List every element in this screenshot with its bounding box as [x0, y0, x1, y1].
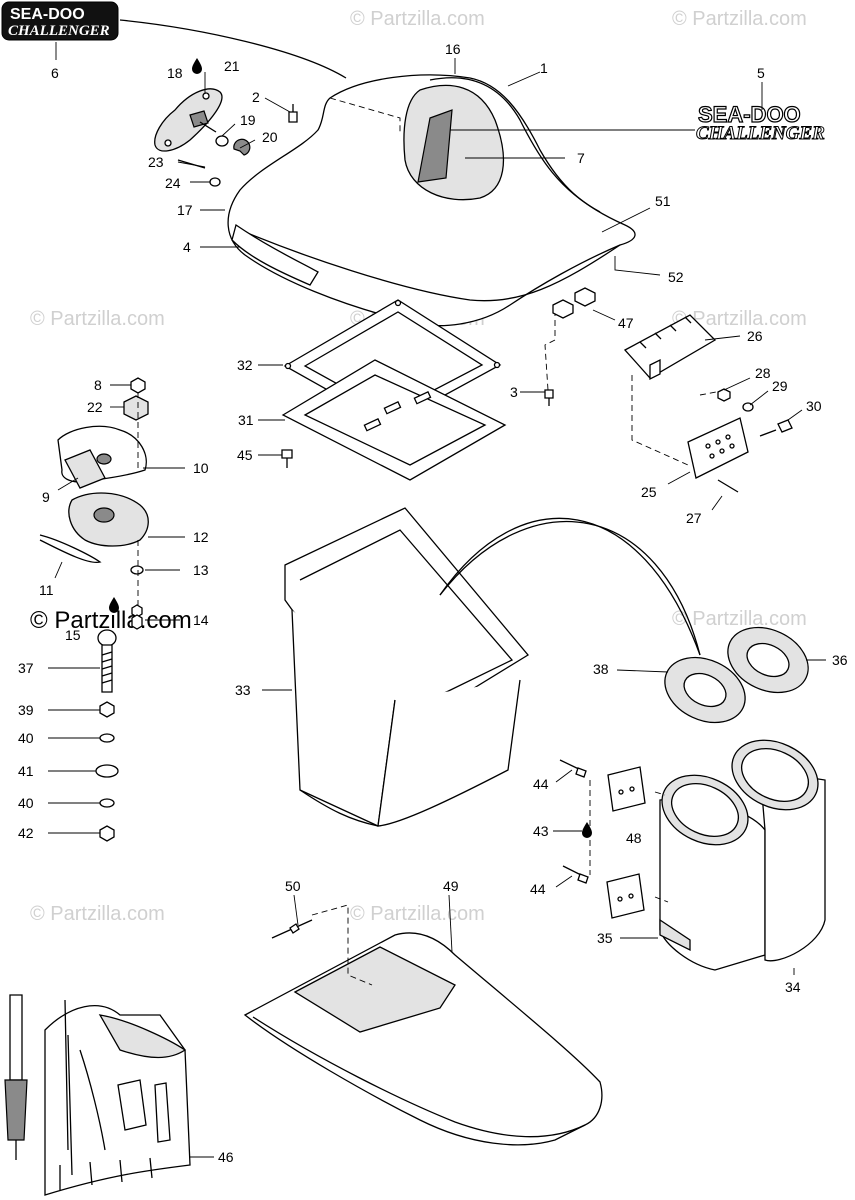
- watermark-text: © Partzilla.com: [672, 8, 807, 30]
- rivet-lower: [562, 865, 589, 884]
- callout-26: 26: [747, 328, 763, 344]
- latch-assembly: [39, 377, 149, 630]
- lubricant-drop-icon: [192, 58, 202, 74]
- gasket-inner: [281, 359, 507, 481]
- callout-50: 50: [285, 878, 301, 894]
- stud-assembly: [95, 629, 119, 842]
- watermark-text: © Partzilla.com: [672, 608, 807, 630]
- rivet-50: [271, 919, 313, 939]
- plate-48-upper: [607, 766, 646, 812]
- callout-6: 6: [51, 65, 59, 81]
- callout-4: 4: [183, 239, 191, 255]
- callout-23: 23: [148, 154, 164, 170]
- callout-46: 46: [218, 1149, 234, 1165]
- callout-1: 1: [540, 60, 548, 76]
- plate-48-lower: [606, 873, 645, 919]
- logo-model-text: CHALLENGER: [8, 23, 110, 39]
- callout-10: 10: [193, 460, 209, 476]
- callout-41: 41: [18, 763, 34, 779]
- callout-32: 32: [237, 357, 253, 373]
- callout-43: 43: [533, 823, 549, 839]
- callout-37: 37: [18, 660, 34, 676]
- leader-lines: [48, 42, 826, 1158]
- watermark-text: © Partzilla.com: [30, 903, 165, 925]
- callout-24: 24: [165, 175, 181, 191]
- callout-31: 31: [238, 412, 254, 428]
- callout-47: 47: [618, 315, 634, 331]
- screw-3: [544, 389, 554, 406]
- callout-15: 15: [65, 627, 81, 643]
- bracket-26: [623, 314, 717, 381]
- callout-20: 20: [262, 129, 278, 145]
- tool-kit: [4, 994, 191, 1196]
- callout-labels: 1 2 3 4 5 6 7 8 9 10 11 12 13 14 15 16 1…: [18, 41, 848, 1165]
- callout-19: 19: [240, 112, 256, 128]
- callout-39: 39: [18, 702, 34, 718]
- callout-36: 36: [832, 652, 848, 668]
- seat: [227, 74, 636, 327]
- callout-40: 40: [18, 730, 34, 746]
- callout-34: 34: [785, 979, 801, 995]
- callout-5: 5: [757, 65, 765, 81]
- callout-51: 51: [655, 193, 671, 209]
- callout-14: 14: [193, 612, 209, 628]
- lubricant-drop-icon: [109, 597, 119, 613]
- callout-49: 49: [443, 878, 459, 894]
- latch-plate: [154, 88, 223, 152]
- nuts-47: [552, 287, 596, 319]
- logo-brand-text: SEA-DOO: [698, 102, 801, 127]
- callout-42: 42: [18, 825, 34, 841]
- callout-44: 44: [533, 776, 549, 792]
- decal-logo-large: SEA-DOO CHALLENGER: [696, 101, 826, 144]
- callout-48: 48: [626, 830, 642, 846]
- callout-33: 33: [235, 682, 251, 698]
- callout-18: 18: [167, 65, 183, 81]
- logo-model-text: CHALLENGER: [696, 123, 825, 144]
- callout-44: 44: [530, 881, 546, 897]
- plate-25: [687, 417, 749, 493]
- cup-ring-36: [727, 626, 809, 694]
- callout-25: 25: [641, 484, 657, 500]
- cup-holder-body: [659, 739, 826, 971]
- callout-3: 3: [510, 384, 518, 400]
- callout-52: 52: [668, 269, 684, 285]
- callout-8: 8: [94, 377, 102, 393]
- callout-22: 22: [87, 399, 103, 415]
- callout-9: 9: [42, 489, 50, 505]
- callout-16: 16: [445, 41, 461, 57]
- mat: [243, 932, 603, 1146]
- watermark-text: © Partzilla.com: [672, 308, 807, 330]
- watermark-text: © Partzilla.com: [350, 903, 485, 925]
- callout-12: 12: [193, 529, 209, 545]
- callout-40: 40: [18, 795, 34, 811]
- callout-7: 7: [577, 150, 585, 166]
- screw-45: [281, 449, 293, 468]
- lubricant-drop-icon: [582, 822, 592, 838]
- callout-45: 45: [237, 447, 253, 463]
- callout-38: 38: [593, 661, 609, 677]
- storage-bin: [284, 507, 529, 827]
- callout-28: 28: [755, 365, 771, 381]
- decal-logo-small: SEA-DOO CHALLENGER: [1, 1, 119, 41]
- callout-13: 13: [193, 562, 209, 578]
- watermark-text: © Partzilla.com: [350, 8, 485, 30]
- watermark-text: © Partzilla.com: [30, 308, 165, 330]
- callout-35: 35: [597, 930, 613, 946]
- callout-27: 27: [686, 510, 702, 526]
- callout-30: 30: [806, 398, 822, 414]
- callout-11: 11: [39, 582, 54, 598]
- callout-2: 2: [252, 89, 260, 105]
- callout-17: 17: [177, 202, 193, 218]
- rivet-upper: [559, 759, 587, 778]
- callout-29: 29: [772, 378, 788, 394]
- callout-21: 21: [224, 58, 240, 74]
- logo-brand-text: SEA-DOO: [10, 6, 85, 23]
